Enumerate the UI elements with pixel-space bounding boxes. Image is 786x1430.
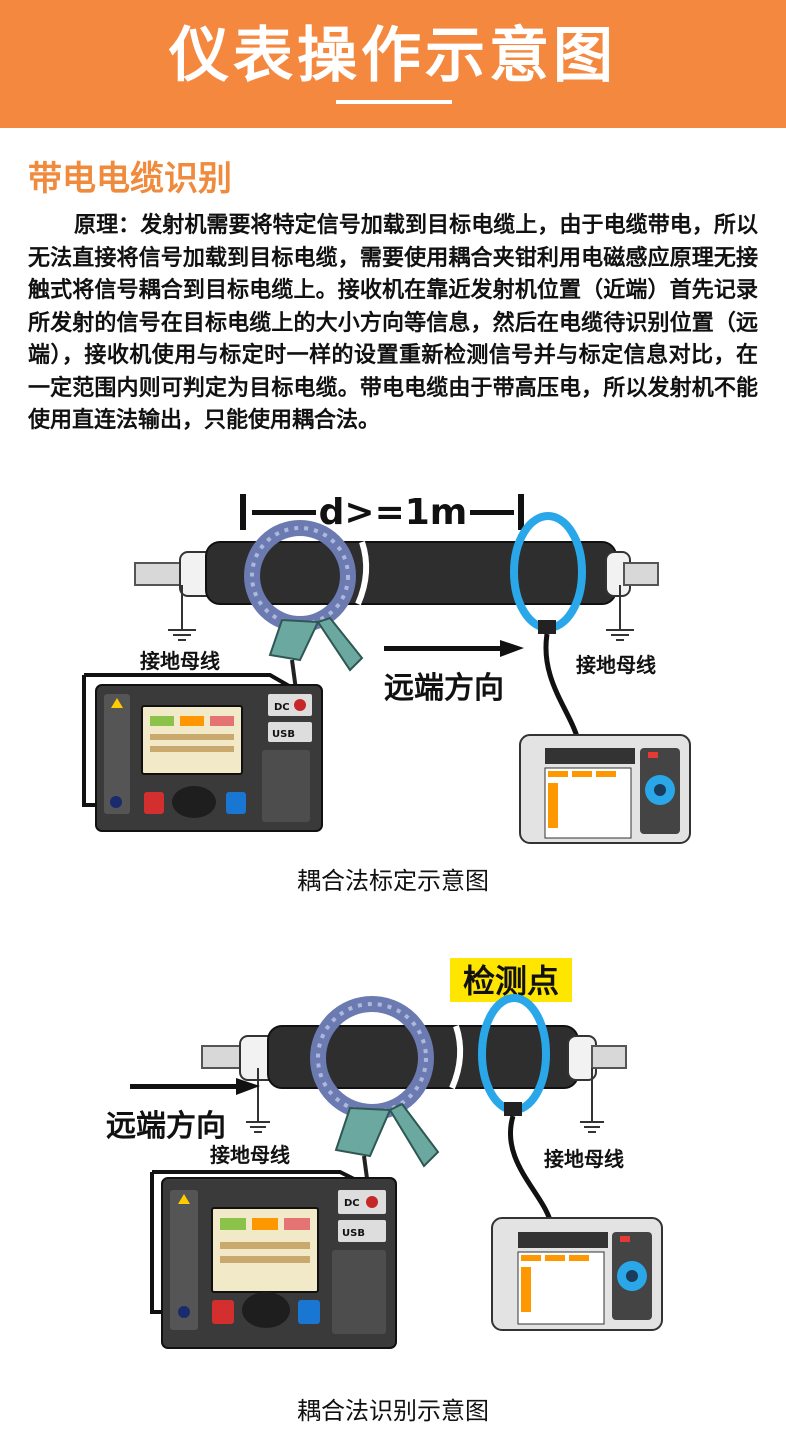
direction-label-2: 远端方向: [106, 1109, 226, 1144]
direction-arrow-2: [130, 1078, 260, 1095]
identification-diagram: 检测点: [0, 950, 786, 1370]
check-point-label: 检测点: [463, 962, 559, 1000]
principle-paragraph: 原理：发射机需要将特定信号加载到目标电缆上，由于电缆带电，所以无法直接将信号加载…: [28, 213, 758, 433]
coupling-clamp: [244, 520, 364, 691]
ground-right: [606, 585, 634, 641]
distance-label: d>=1m: [319, 492, 468, 533]
calibration-diagram: d>=1m: [0, 480, 786, 870]
transmitter-device: DC USB: [82, 673, 323, 832]
transmitter-device-2: DC USB: [150, 1170, 397, 1349]
identification-caption: 耦合法识别示意图: [297, 1397, 489, 1425]
usb-port-label: USB: [272, 729, 295, 740]
flexible-coil: [510, 512, 586, 741]
page-title: 仪表操作示意图: [169, 21, 617, 91]
ground-left-2: [246, 1068, 270, 1133]
dc-port-label-2: DC: [344, 1198, 360, 1209]
page-header: 仪表操作示意图: [0, 0, 786, 128]
title-underline: [336, 100, 452, 104]
check-point-badge: 检测点: [450, 958, 572, 1002]
ground-label-left-2: 接地母线: [210, 1143, 290, 1167]
coupling-clamp-2: [310, 996, 440, 1187]
receiver-device: [519, 734, 691, 844]
distance-indicator: d>=1m: [240, 492, 524, 533]
usb-port-label-2: USB: [342, 1228, 365, 1239]
flexible-coil-2: [478, 994, 553, 1221]
ground-left: [168, 585, 196, 641]
ground-label-right-2: 接地母线: [544, 1147, 624, 1171]
receiver-device-2: [491, 1217, 663, 1331]
ground-label-left: 接地母线: [140, 649, 220, 673]
calibration-caption: 耦合法标定示意图: [297, 867, 489, 895]
ground-label-right: 接地母线: [576, 653, 656, 677]
ground-right-2: [580, 1068, 604, 1133]
section-title: 带电电缆识别: [28, 159, 232, 199]
direction-label: 远端方向: [384, 671, 504, 706]
direction-arrow: [384, 640, 524, 657]
dc-port-label: DC: [274, 702, 290, 713]
